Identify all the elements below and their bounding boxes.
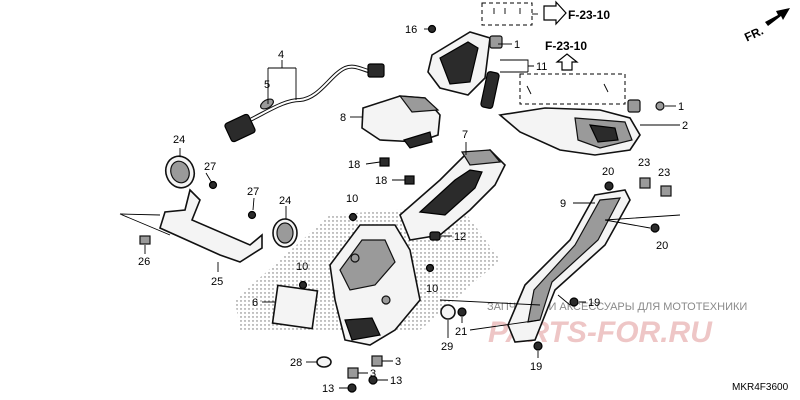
callout-19b: 19 (530, 361, 542, 373)
nut-3a (371, 355, 383, 367)
callout-16: 16 (405, 24, 417, 36)
callout-18b: 18 (375, 175, 387, 187)
washer-29 (440, 304, 456, 320)
callout-6: 6 (252, 297, 258, 309)
lead-19 (537, 294, 586, 358)
callout-13a: 13 (322, 383, 334, 395)
dashed-group-mid (519, 73, 626, 105)
callout-5: 5 (264, 79, 270, 91)
bolt-10c (425, 263, 435, 273)
bolt-20b (650, 223, 660, 233)
part-6-reflector (271, 284, 319, 330)
callout-8: 8 (340, 112, 346, 124)
diagram-code: MKR4F3600 (732, 382, 789, 393)
bolt-19b (533, 341, 543, 351)
lead-13 (339, 379, 388, 389)
harness-clip (260, 98, 274, 110)
callout-1b: 1 (678, 101, 684, 113)
callout-18a: 18 (348, 159, 360, 171)
lead-4 (267, 60, 297, 104)
callout-10a: 10 (346, 193, 358, 205)
nut-23a (639, 177, 651, 189)
callout-27a: 27 (204, 161, 216, 173)
bolt-10a (348, 212, 358, 222)
lead-11 (500, 59, 534, 73)
callout-20b: 20 (656, 240, 668, 252)
grommet-mid (627, 99, 641, 113)
callout-27b: 27 (247, 186, 259, 198)
callout-2: 2 (682, 120, 688, 132)
bolt-27b (247, 210, 257, 220)
callout-10c: 10 (426, 283, 438, 295)
nut-3b (347, 367, 359, 379)
lead-3 (358, 360, 393, 374)
callout-10b: 10 (296, 261, 308, 273)
callout-3b: 3 (370, 368, 376, 380)
callout-24b: 24 (279, 195, 291, 207)
part-8-cover (361, 95, 441, 149)
bolt-18b (404, 175, 415, 185)
reflector-inner (276, 222, 294, 244)
lead-guides-lower (439, 299, 541, 331)
arrow-ref-top (543, 0, 567, 26)
bolt-18a (379, 157, 390, 167)
callout-21: 21 (455, 326, 467, 338)
dashed-group-top (481, 2, 533, 26)
front-arrow-icon (765, 8, 790, 26)
callout-4: 4 (278, 49, 284, 61)
lead-guides-left (119, 213, 171, 236)
reflector-bracket-left (159, 155, 263, 263)
cap-28 (316, 356, 332, 368)
callout-23a: 23 (638, 157, 650, 169)
bolt-13b (368, 375, 378, 385)
callout-3a: 3 (395, 356, 401, 368)
lead-29-21 (447, 317, 463, 338)
callout-29: 29 (441, 341, 453, 353)
callout-7: 7 (462, 129, 468, 141)
grommet-right (655, 101, 665, 111)
wire-harness (224, 63, 385, 143)
watermark-tagline: ЗАПЧАСТИ И АКСЕССУАРЫ ДЛЯ МОТОТЕХНИКИ (487, 301, 747, 313)
callout-19a: 19 (588, 297, 600, 309)
part-2-tail-lens (498, 107, 641, 156)
nut-23b (660, 185, 672, 197)
lead-18 (365, 161, 405, 181)
arrow-ref-mid (555, 53, 579, 71)
callout-9: 9 (560, 198, 566, 210)
screw-16 (427, 24, 437, 34)
callout-20a: 20 (602, 166, 614, 178)
callout-24a: 24 (173, 134, 185, 146)
taillight-unit-top (427, 31, 503, 109)
bolt-19a (569, 297, 579, 307)
callout-1a: 1 (514, 39, 520, 51)
bolt-13a (347, 383, 357, 393)
callout-13b: 13 (390, 375, 402, 387)
leads-left-bracket (144, 148, 287, 272)
nut-21 (457, 307, 467, 317)
screws-mid (526, 83, 609, 95)
clip-12 (429, 231, 441, 241)
front-indicator-label: FR. (742, 24, 765, 45)
part-7-rear-bracket (399, 149, 506, 241)
callout-23b: 23 (658, 167, 670, 179)
callout-12: 12 (454, 231, 466, 243)
license-plate-holder (329, 224, 421, 346)
screws-top (493, 8, 521, 14)
lead-guides-right (604, 214, 681, 229)
bolt-20a (604, 181, 614, 191)
callout-25: 25 (211, 276, 223, 288)
ref-label-mid: F-23-10 (545, 39, 587, 53)
bolt-10b (298, 280, 308, 290)
ref-label-top: F-23-10 (568, 8, 610, 22)
callout-26: 26 (138, 256, 150, 268)
bolt-26 (139, 235, 151, 245)
callout-28: 28 (290, 357, 302, 369)
callout-11: 11 (536, 61, 547, 73)
